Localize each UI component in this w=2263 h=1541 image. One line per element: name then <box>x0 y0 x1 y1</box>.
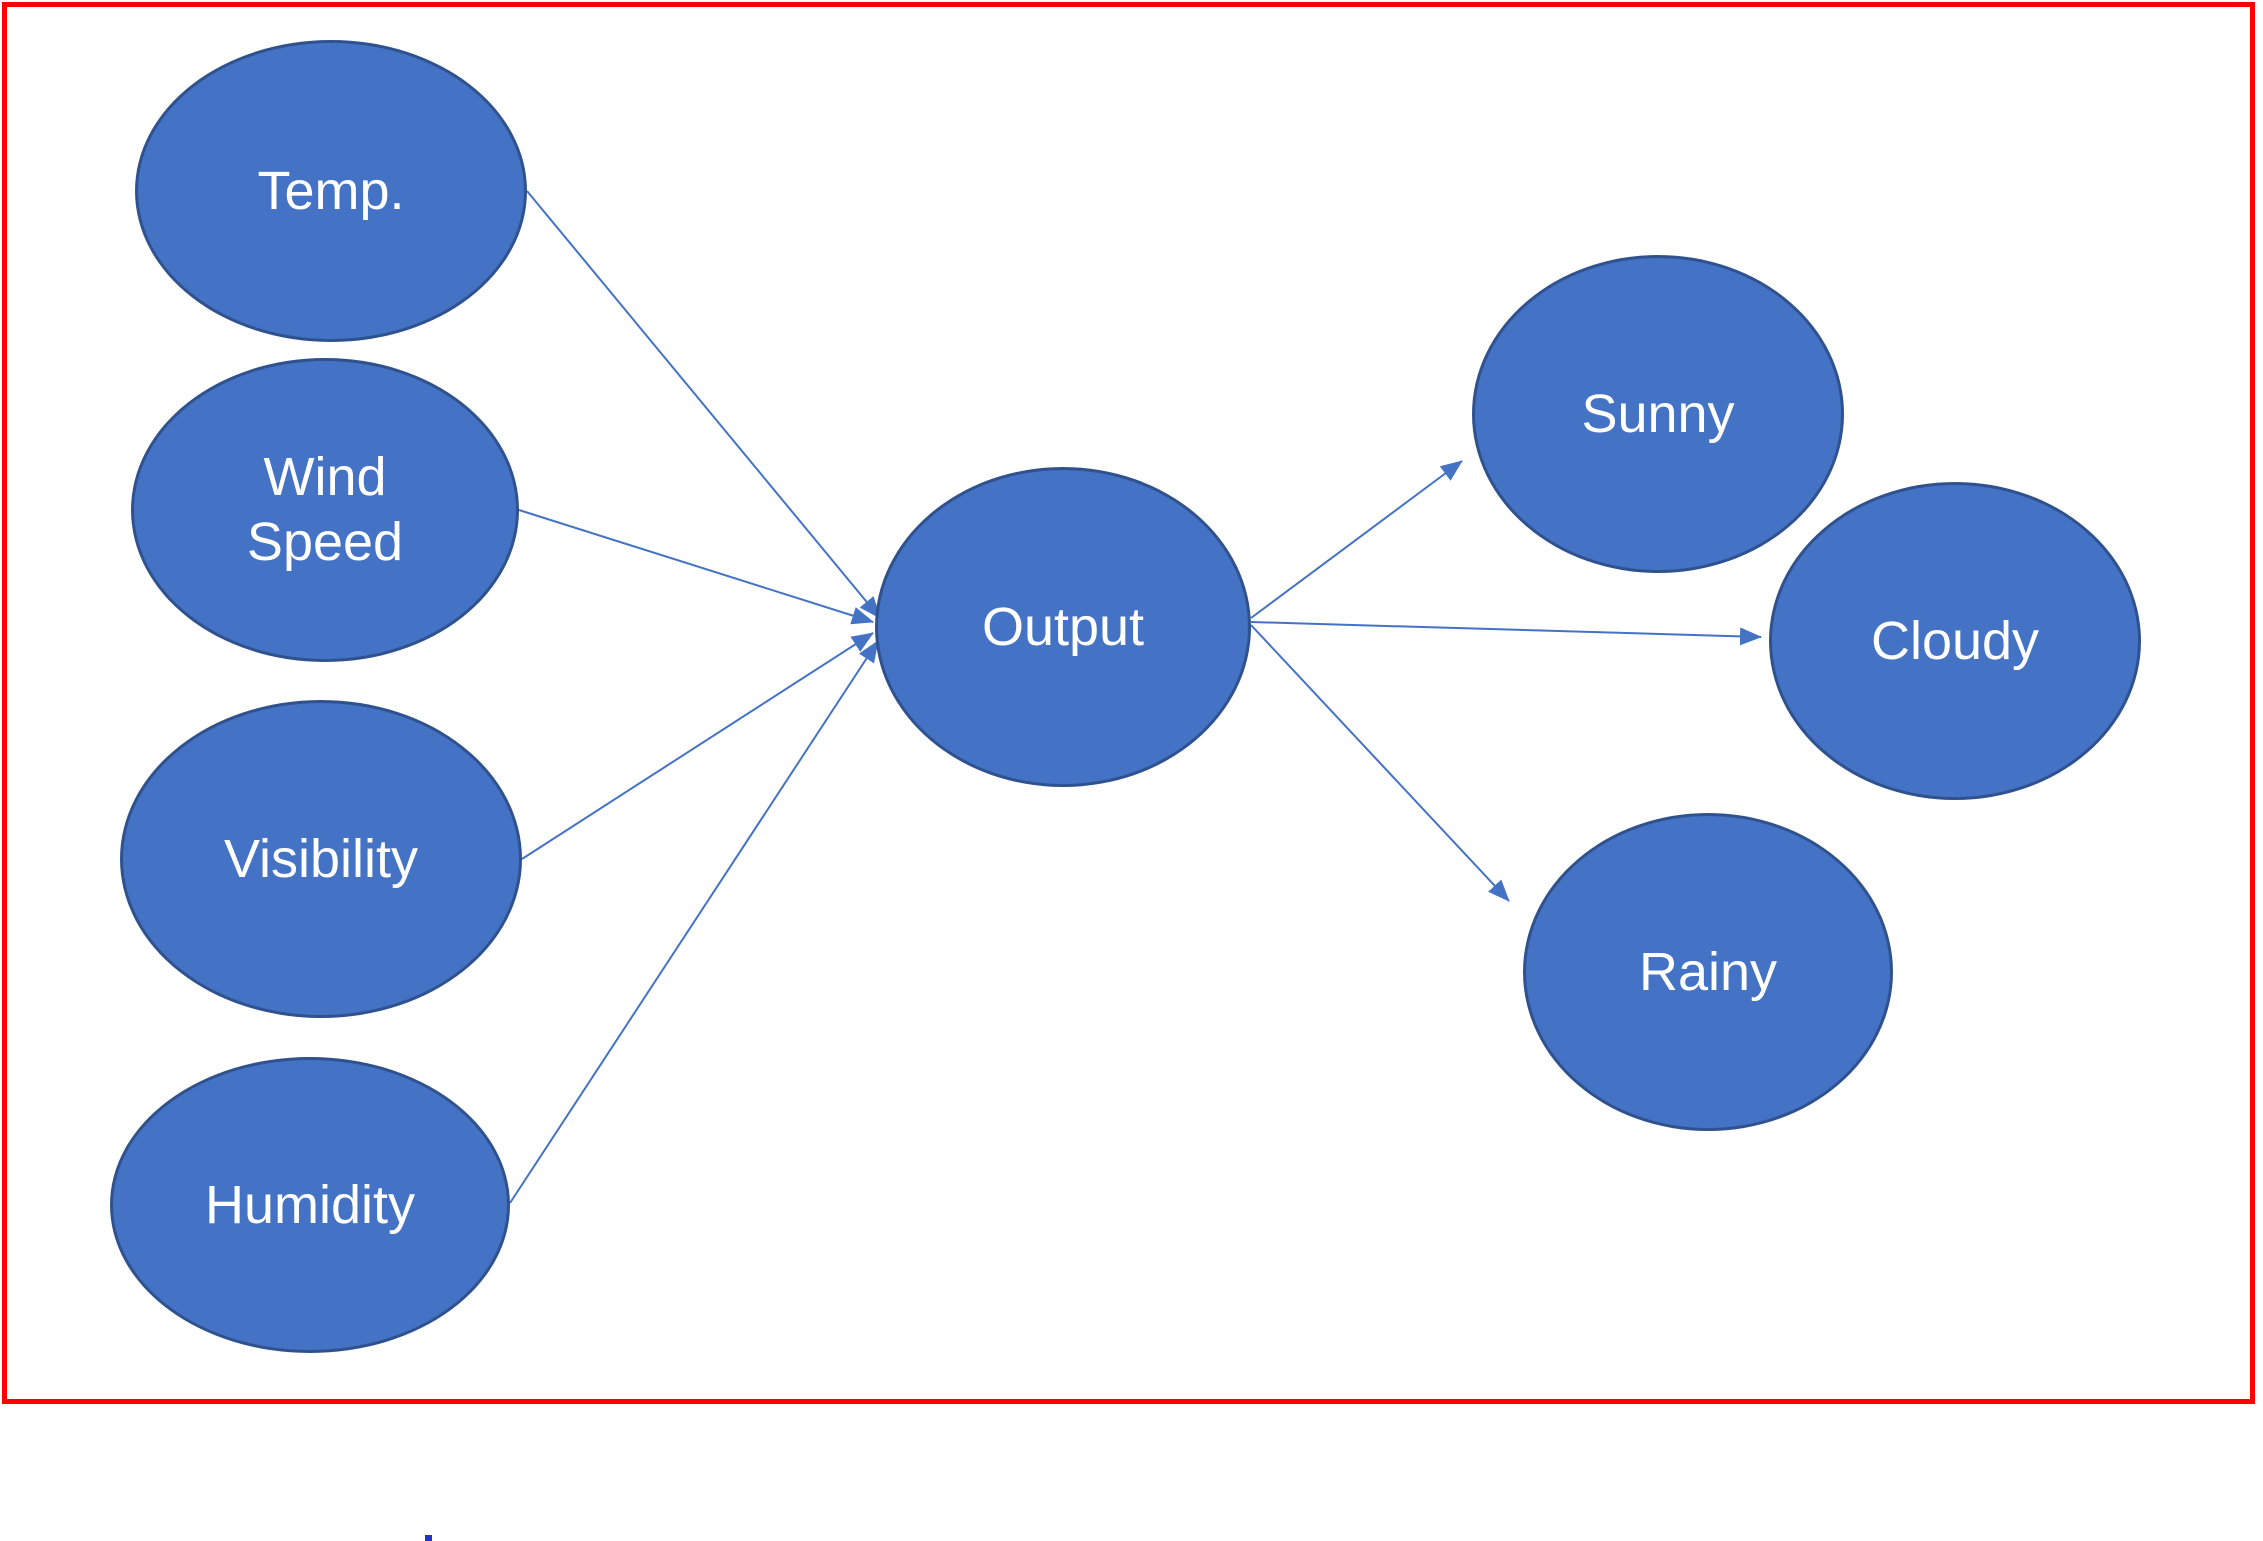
node-cloudy-label: Cloudy <box>1870 610 2040 671</box>
node-sunny-label: Sunny <box>1581 383 1735 444</box>
node-rainy[interactable]: Rainy <box>1523 813 1893 1131</box>
connector-output-rainy[interactable] <box>1250 624 1510 902</box>
node-temp[interactable]: Temp. <box>135 40 527 342</box>
stray-cursor-dot <box>425 1535 432 1541</box>
connector-wind-output[interactable] <box>518 509 874 625</box>
connector-output-cloudy[interactable] <box>1250 621 1762 646</box>
node-output-label: Output <box>981 596 1145 657</box>
node-humidity[interactable]: Humidity <box>110 1057 510 1353</box>
node-visibility-label: Visibility <box>223 828 419 889</box>
connector-visibility-output[interactable] <box>521 632 874 860</box>
node-wind-speed[interactable]: Wind Speed <box>131 358 519 662</box>
connector-temp-output[interactable] <box>526 190 881 619</box>
connector-output-sunny[interactable] <box>1250 460 1463 619</box>
connector-humidity-output[interactable] <box>509 640 879 1204</box>
node-visibility[interactable]: Visibility <box>120 700 522 1018</box>
node-cloudy[interactable]: Cloudy <box>1769 482 2141 800</box>
node-humidity-label: Humidity <box>204 1174 416 1235</box>
node-output[interactable]: Output <box>875 467 1251 787</box>
node-rainy-label: Rainy <box>1638 941 1778 1002</box>
node-sunny[interactable]: Sunny <box>1472 255 1844 573</box>
node-temp-label: Temp. <box>257 160 405 221</box>
node-wind-speed-label: Wind Speed <box>246 447 404 572</box>
